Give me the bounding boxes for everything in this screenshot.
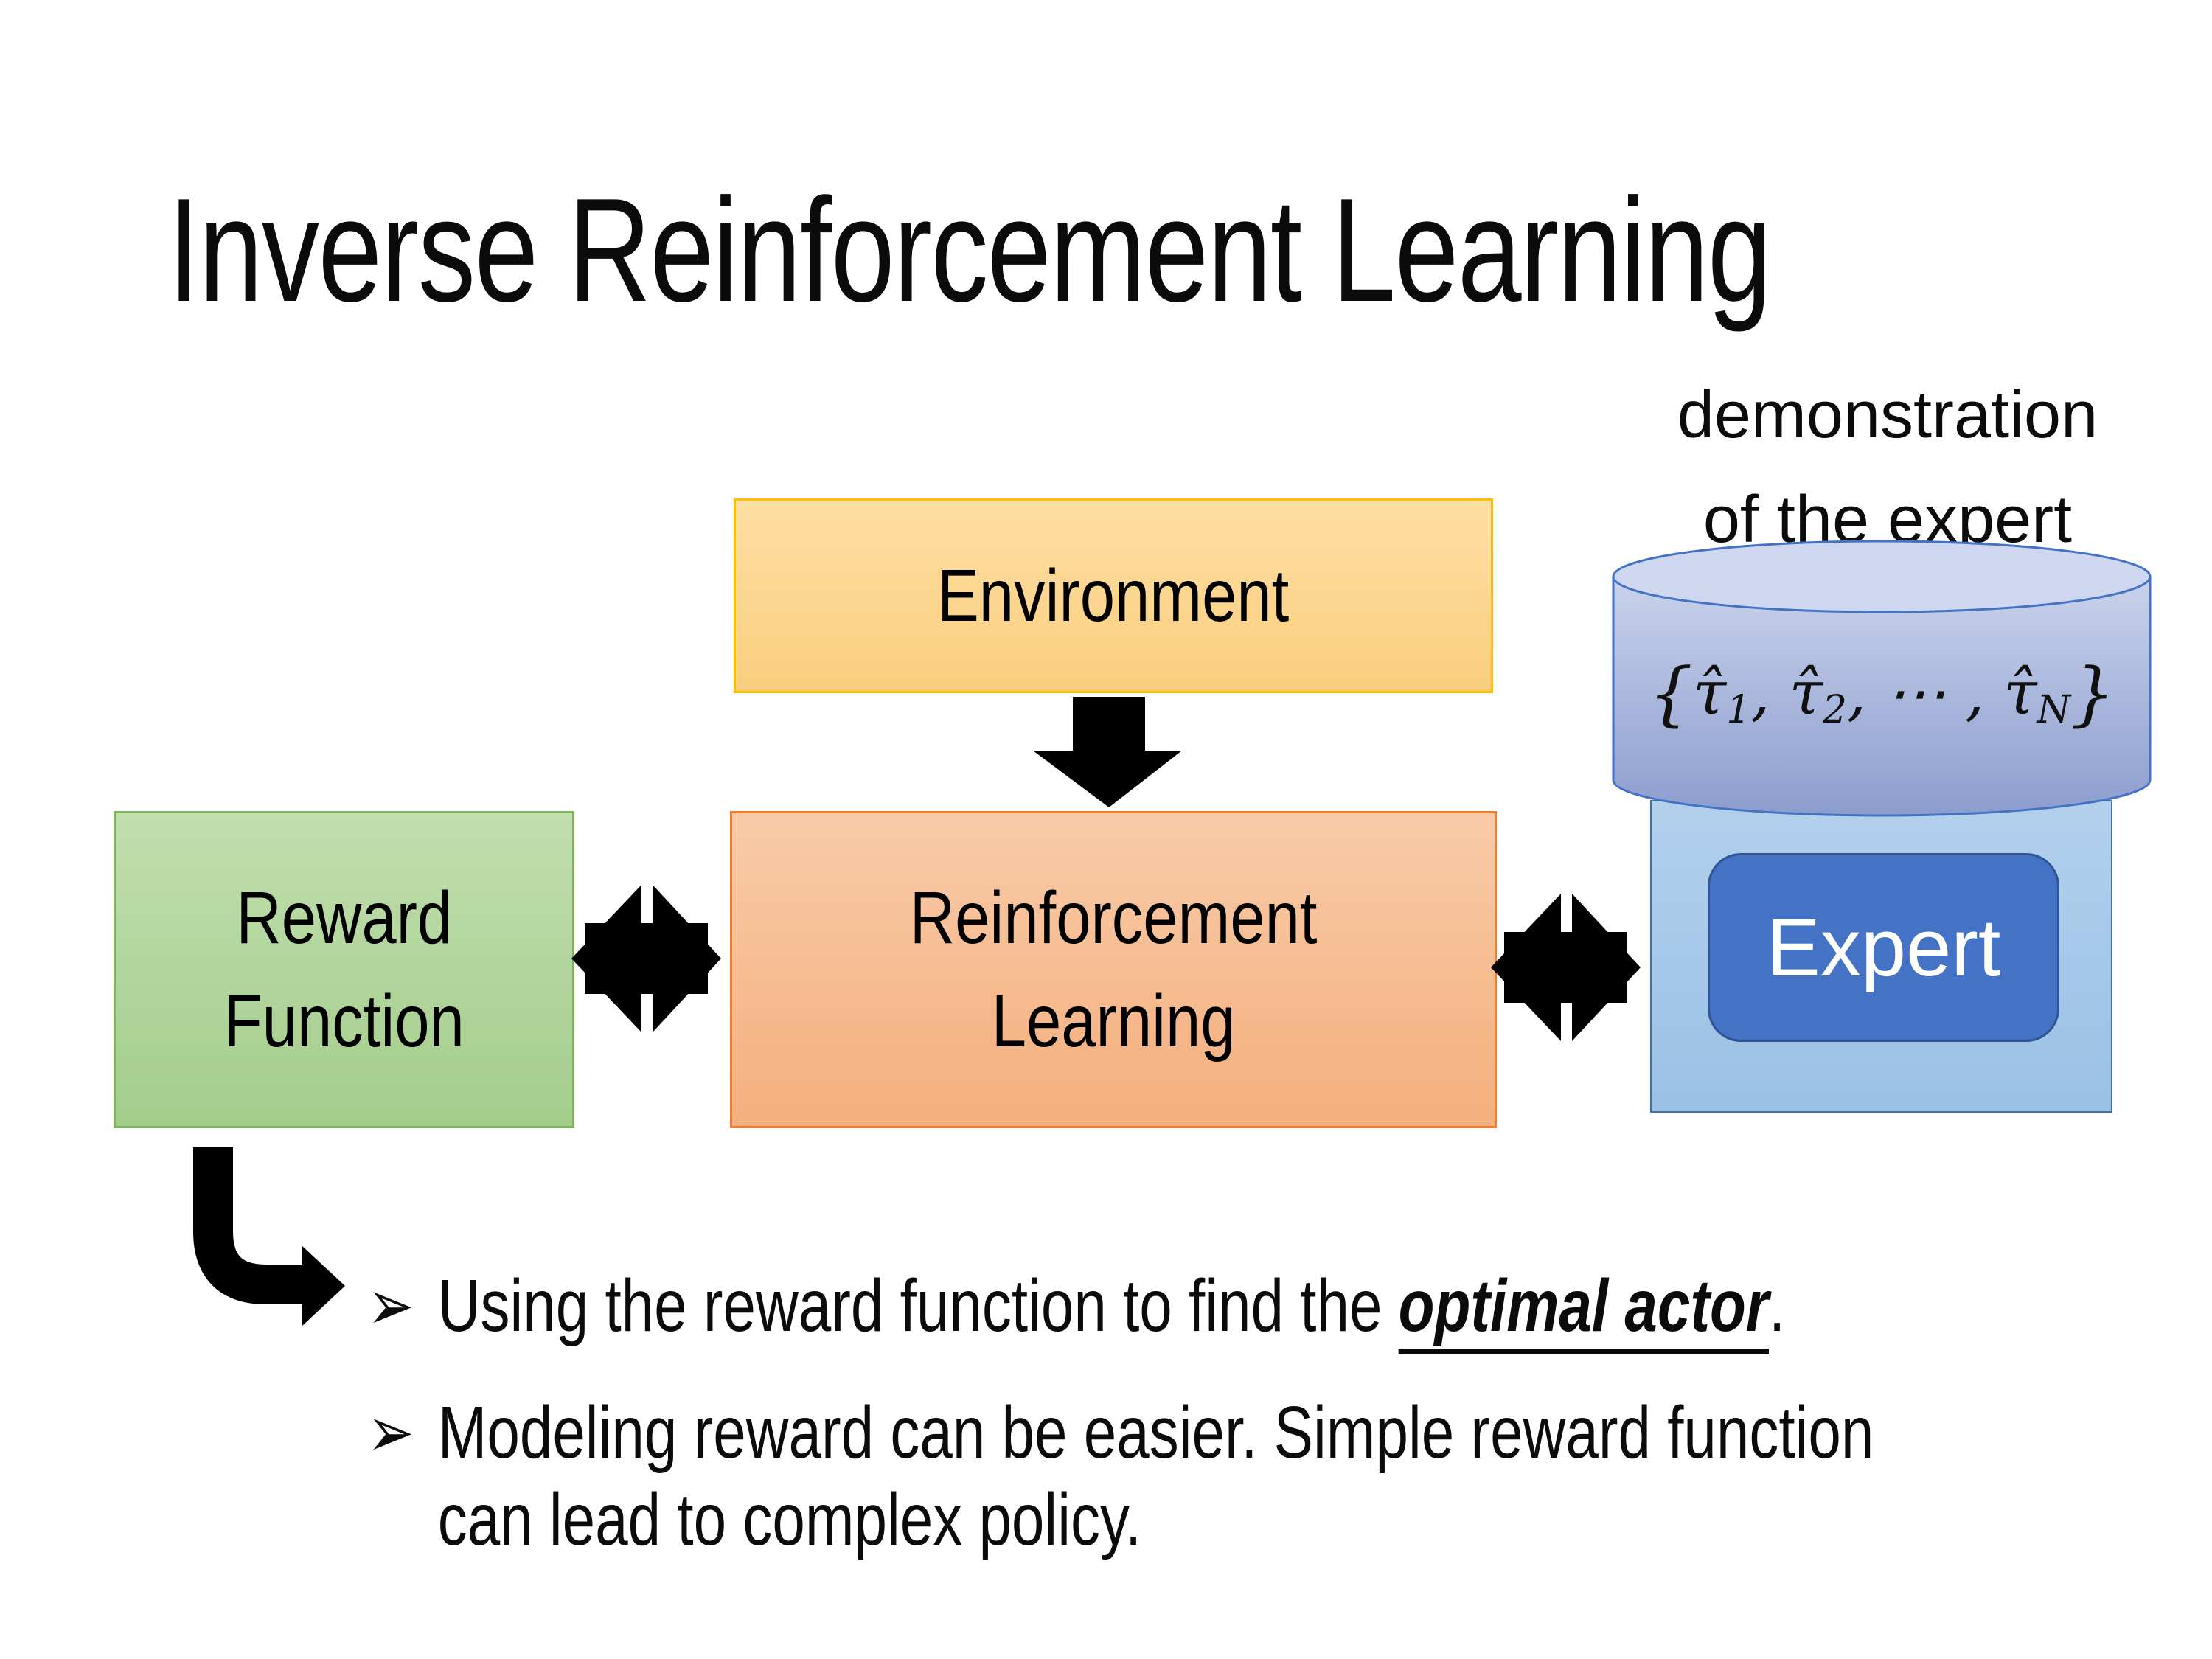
reward-function-label: Reward Function — [223, 877, 465, 1062]
down-arrow-icon — [1033, 697, 1182, 807]
bullet-1-text: Using the reward function to find the op… — [437, 1265, 1786, 1347]
double-arrow-left-icon — [571, 885, 721, 1032]
expert-label: Expert — [1766, 902, 2001, 993]
double-arrow-right-icon — [1491, 894, 1641, 1041]
environment-label: Environment — [937, 554, 1290, 637]
environment-box: Environment — [734, 498, 1493, 693]
expert-box: Expert — [1708, 853, 2059, 1042]
demonstration-database-cylinder — [1612, 540, 2152, 817]
page-title: Inverse Reinforcement Learning — [168, 168, 1772, 333]
demonstration-caption: demonstration of the expert — [1585, 363, 2190, 572]
elbow-arrow-icon — [193, 1147, 345, 1326]
demonstration-caption-line1: demonstration — [1677, 378, 2098, 452]
trajectory-set-formula: {τ̂1, τ̂2, ⋯ , τ̂N} — [1648, 653, 2115, 734]
optimal-actor-emphasis: optimal actor — [1398, 1265, 1769, 1347]
bullet-item-2: ➢ Modeling reward can be easier. Simple … — [367, 1389, 1972, 1563]
bullet-arrow-icon: ➢ — [367, 1392, 414, 1473]
reinforcement-learning-box: Reinforcement Learning — [730, 811, 1497, 1128]
reward-function-box: Reward Function — [114, 811, 574, 1128]
bullet-arrow-icon: ➢ — [367, 1265, 414, 1346]
bullet-2-text: Modeling reward can be easier. Simple re… — [437, 1391, 1874, 1561]
reinforcement-learning-label: Reinforcement Learning — [909, 877, 1318, 1062]
bullet-item-1: ➢ Using the reward function to find the … — [367, 1262, 1785, 1349]
